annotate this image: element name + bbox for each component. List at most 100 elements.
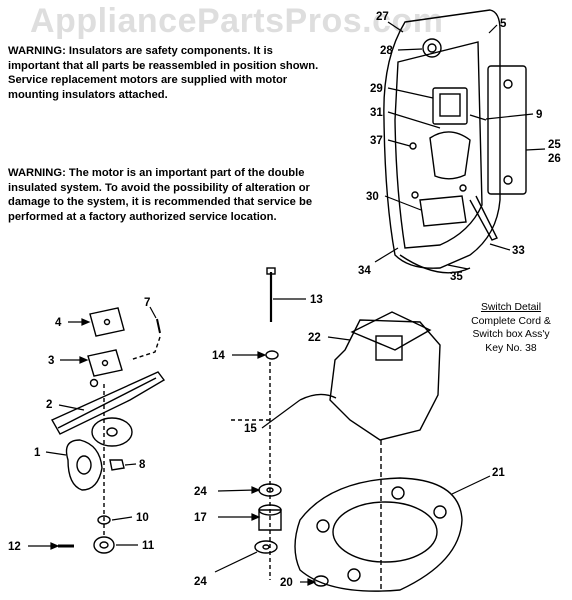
warning-insulators: WARNING: Insulators are safety component… <box>8 45 319 101</box>
blade-2-edge <box>57 377 157 429</box>
pulley-1-hub <box>76 455 92 475</box>
nut <box>89 378 99 388</box>
part-label-12: 12 <box>8 541 21 553</box>
leader-21 <box>451 475 491 495</box>
leader-8 <box>124 463 137 466</box>
warning-motor: WARNING: The motor is an important part … <box>8 167 313 223</box>
insulator-24-lower <box>254 540 278 554</box>
arrow-17 <box>251 513 261 521</box>
nut-11-center <box>99 541 109 549</box>
switch-detail-title: Switch Detail <box>480 302 542 313</box>
part-label-7: 7 <box>144 297 150 309</box>
leader-29 <box>387 87 434 99</box>
leader-35 <box>447 264 469 270</box>
motor-leads-15 <box>299 393 337 401</box>
leader-1 <box>45 451 67 456</box>
part-label-21: 21 <box>492 467 505 479</box>
washer-3-hole <box>101 359 109 367</box>
part-label-33: 33 <box>512 245 525 257</box>
arrow-12 <box>50 542 60 550</box>
leader-28 <box>397 48 423 51</box>
part-label-14: 14 <box>212 350 225 362</box>
leader-24-upper <box>217 489 257 492</box>
part-label-8: 8 <box>139 459 146 471</box>
leader-7 <box>149 306 157 319</box>
plate-boss-4 <box>347 568 361 582</box>
mount-screw-lower <box>503 175 513 185</box>
part-label-20: 20 <box>280 577 293 589</box>
plate-boss-2 <box>433 505 447 519</box>
pulley-1 <box>65 439 103 491</box>
screw-lower-left <box>411 191 419 199</box>
leader-24-lower <box>214 551 258 573</box>
leader-27 <box>387 21 404 33</box>
part-label-34: 34 <box>358 265 371 277</box>
part-label-26: 26 <box>548 153 561 165</box>
pin-7 <box>156 318 161 334</box>
watermark: AppliancePartsPros.com <box>30 2 444 40</box>
insulator-24-upper-hole <box>266 487 274 493</box>
part-label-22: 22 <box>308 332 321 344</box>
part-label-9: 9 <box>536 109 542 121</box>
part-label-1: 1 <box>34 447 41 459</box>
part-label-28: 28 <box>380 45 393 57</box>
switch-box-housing <box>383 9 501 269</box>
wire-lead <box>469 114 487 121</box>
part-label-3: 3 <box>48 355 54 367</box>
nut-11 <box>93 536 115 554</box>
screw-lower-right <box>459 184 467 192</box>
washer-3 <box>87 349 123 377</box>
screw-37 <box>409 142 417 150</box>
adapter-disk-inner <box>106 427 118 437</box>
leader-9 <box>485 113 534 120</box>
mount-plate-21 <box>294 477 463 592</box>
nut-8 <box>109 459 125 471</box>
bolt-13-head <box>266 267 276 275</box>
part-label-37: 37 <box>370 135 383 147</box>
leader-34 <box>374 247 399 263</box>
insulator-24-lower-hole <box>262 544 270 550</box>
switch-29-toggle <box>439 93 461 117</box>
mount-plate-21-opening <box>332 501 438 563</box>
grommet-28-inner <box>427 43 437 53</box>
leader-22 <box>327 336 351 341</box>
part-label-2: 2 <box>46 399 52 411</box>
switch-detail-caption: Switch Detail Complete Cord & Switch box… <box>452 301 570 355</box>
motor-22-terminal <box>375 335 403 361</box>
part-label-27: 27 <box>376 11 389 23</box>
grommet-28 <box>422 38 442 58</box>
switch-detail-line-1: Complete Cord & <box>471 315 551 327</box>
plate-boss-3 <box>316 519 330 533</box>
plate-boss-1 <box>391 486 405 500</box>
switch-29 <box>432 87 468 125</box>
leader-37 <box>387 139 411 147</box>
part-label-31: 31 <box>370 107 383 119</box>
washer-14 <box>265 350 279 360</box>
part-label-5: 5 <box>500 18 507 30</box>
cord-33 <box>469 195 498 241</box>
switch-detail-line-3: Key No. 38 <box>485 342 537 354</box>
blade-2 <box>51 371 166 435</box>
leader-10 <box>111 516 133 521</box>
leader-5 <box>488 24 498 34</box>
part-label-30: 30 <box>366 191 379 203</box>
leader-15 <box>261 399 301 429</box>
leader-33 <box>489 243 511 251</box>
motor-22-top <box>350 311 432 351</box>
cord-bushing <box>429 131 471 180</box>
part-label-24-lower: 24 <box>194 576 207 588</box>
cord-35 <box>399 254 471 274</box>
leader-2 <box>58 404 85 411</box>
part-label-17: 17 <box>194 512 207 524</box>
switch-detail-line-2: Switch box Ass'y <box>472 329 550 341</box>
mount-17-top <box>258 504 282 516</box>
switch-box-inner-wall <box>394 41 483 249</box>
mount-screw-upper <box>503 79 513 89</box>
part-label-13: 13 <box>310 294 323 306</box>
part-label-11: 11 <box>142 540 155 552</box>
leader-25 <box>525 148 546 151</box>
insulator-4 <box>89 307 125 337</box>
motor-22 <box>329 319 441 441</box>
cord-clamp-30 <box>419 195 467 227</box>
